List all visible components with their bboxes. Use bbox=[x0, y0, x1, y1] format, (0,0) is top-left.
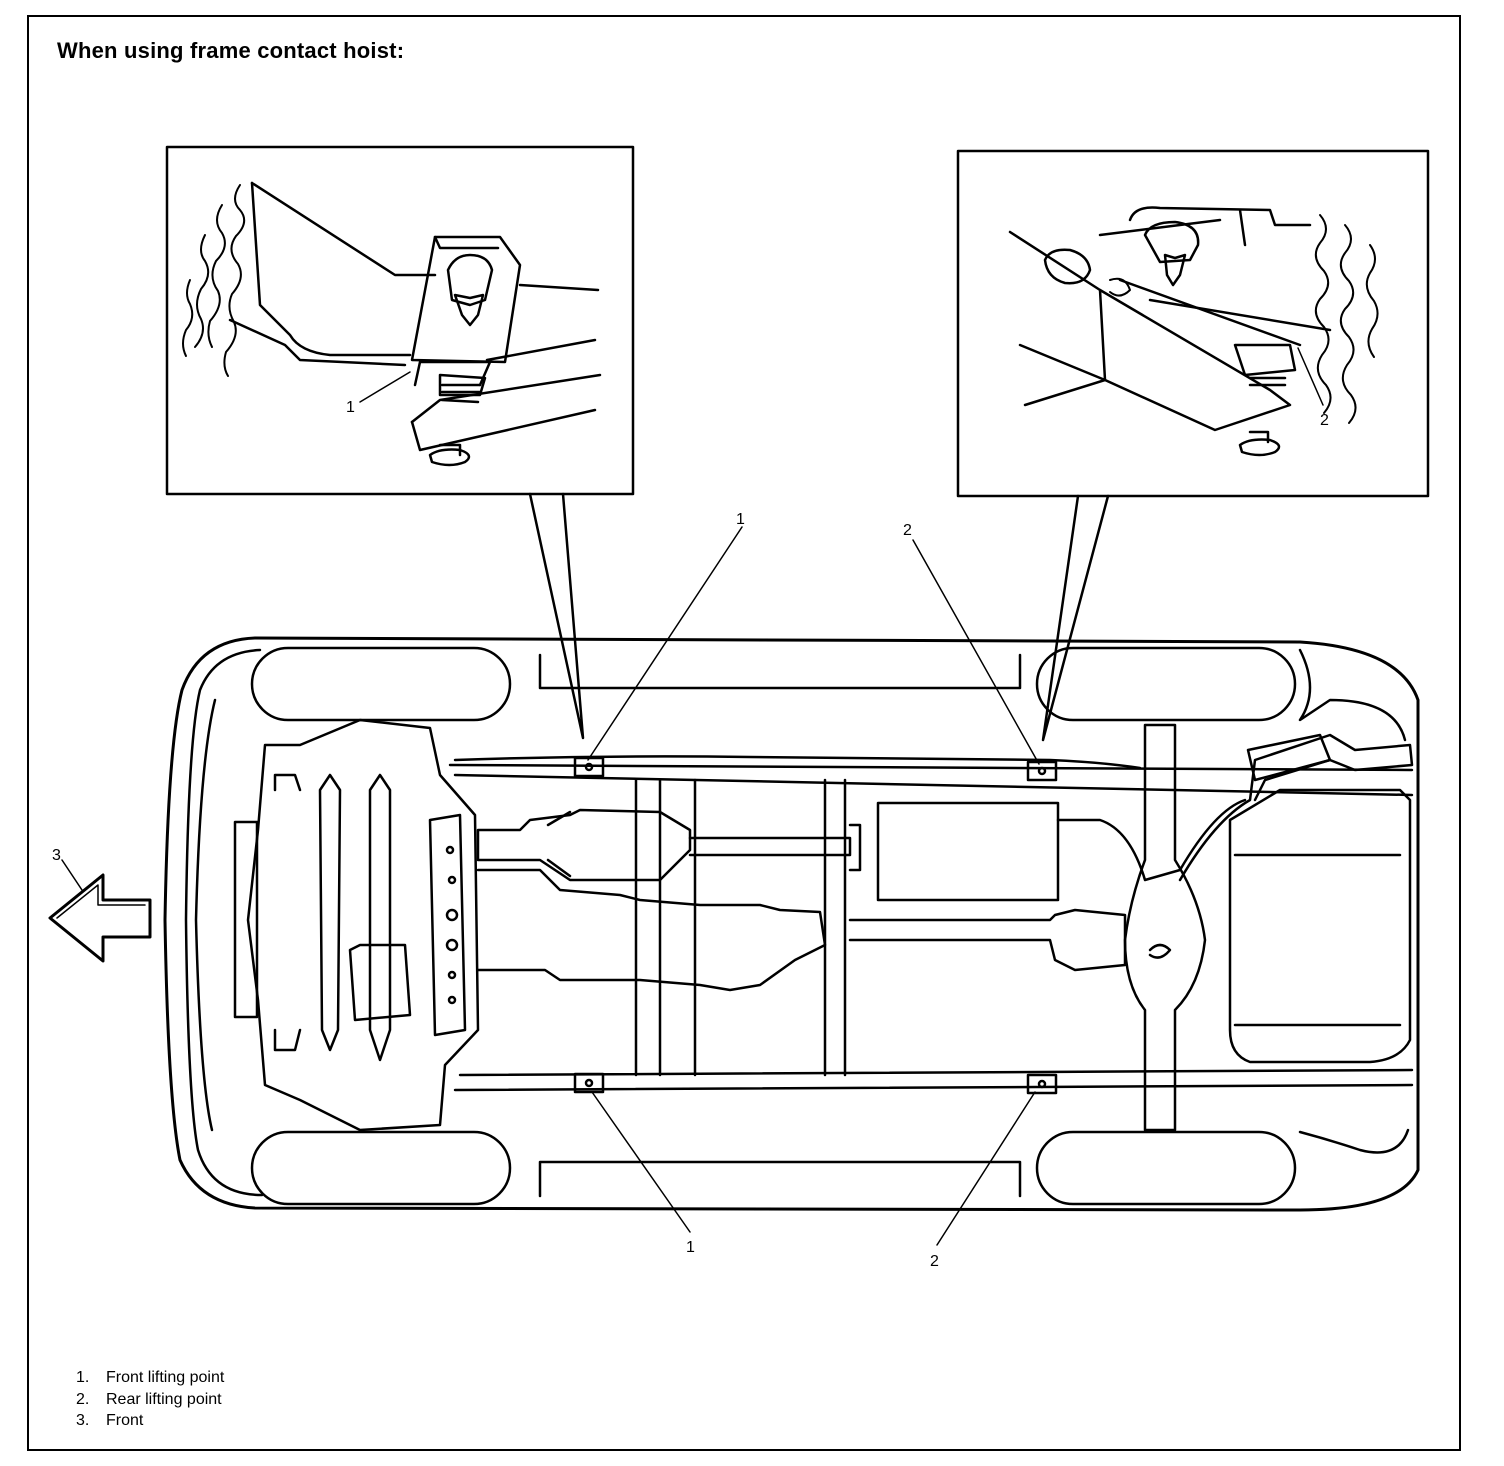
inset-rear-label: 2 bbox=[1320, 412, 1329, 429]
front-direction-arrow: 3 bbox=[48, 847, 152, 963]
legend-item: 3. Front bbox=[76, 1412, 144, 1429]
front-arrow-label: 3 bbox=[52, 847, 61, 864]
fuel-tank bbox=[1228, 788, 1412, 1064]
rear-axle-differential bbox=[1123, 723, 1207, 1132]
front-lifting-point-right bbox=[573, 1072, 605, 1094]
legend-item: 2. Rear lifting point bbox=[76, 1390, 222, 1408]
top-front-label: 1 bbox=[736, 511, 745, 528]
front-left-tire bbox=[250, 646, 512, 722]
rear-lifting-point-left bbox=[1026, 760, 1058, 782]
legend: 1. Front lifting point 2. Rear lifting p… bbox=[76, 1367, 224, 1432]
legend-item: 1. Front lifting point bbox=[76, 1369, 225, 1386]
figure-border bbox=[27, 15, 1461, 1451]
front-lifting-point-inset: 1 bbox=[165, 145, 635, 740]
rear-lifting-point-right bbox=[1026, 1073, 1058, 1095]
figure-title: When using frame contact hoist: bbox=[57, 38, 405, 63]
rear-left-tire bbox=[1035, 646, 1297, 722]
top-rear-label: 2 bbox=[903, 522, 912, 539]
bottom-rear-label: 2 bbox=[930, 1253, 939, 1270]
bottom-front-label: 1 bbox=[686, 1239, 695, 1256]
rear-lifting-point-inset: 2 bbox=[956, 149, 1430, 742]
vehicle-underside: 1 2 1 2 bbox=[163, 511, 1420, 1270]
front-right-tire bbox=[250, 1130, 512, 1206]
muffler bbox=[876, 801, 1060, 902]
inset-front-label: 1 bbox=[346, 399, 355, 416]
rear-right-tire bbox=[1035, 1130, 1297, 1206]
